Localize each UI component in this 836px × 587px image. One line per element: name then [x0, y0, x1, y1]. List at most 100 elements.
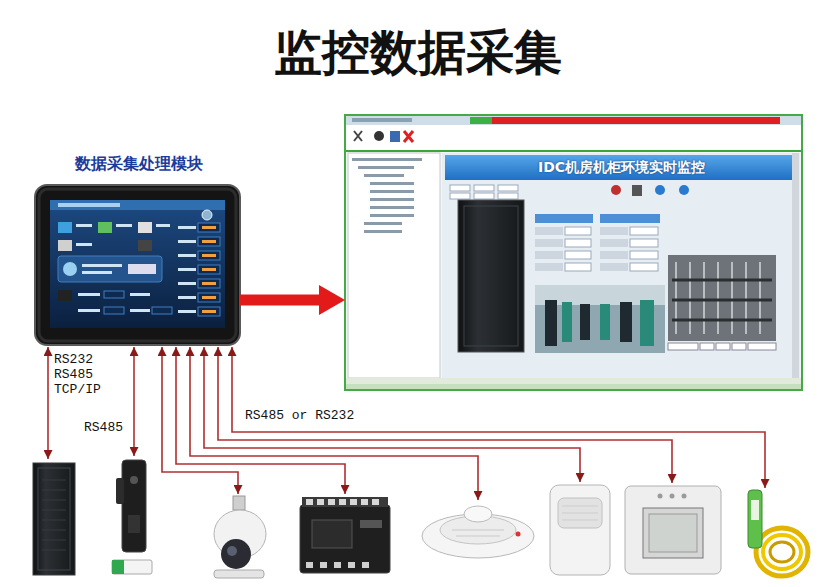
- tablet-device-part: [156, 224, 170, 227]
- tablet-device-part: [116, 224, 132, 227]
- software-screenshot-part: [352, 118, 412, 122]
- temperature-humidity-sensor-part: [682, 494, 687, 499]
- software-screenshot-part: [370, 198, 414, 201]
- tablet-device-part: [198, 223, 220, 232]
- software-screenshot-part: [565, 227, 591, 235]
- tablet-device-part: [128, 264, 156, 274]
- software-screenshot-part: [672, 280, 772, 320]
- power-meter-part: [362, 562, 369, 568]
- tablet-device-part: [198, 307, 220, 316]
- tablet-device-part: [198, 251, 220, 260]
- tablet-device-part: [202, 268, 216, 271]
- power-meter-part: [306, 499, 379, 505]
- software-screenshot-part: [562, 302, 572, 342]
- door-lock-part: [122, 460, 146, 552]
- ptz-camera: [214, 496, 266, 578]
- power-meter-part: [300, 505, 390, 573]
- door-lock: [112, 460, 152, 574]
- interface-label: RS485: [84, 420, 123, 435]
- pir-sensor: [550, 485, 610, 575]
- software-screenshot-part: [370, 182, 414, 185]
- tablet-device-part: [152, 307, 172, 314]
- software-screenshot-part: [370, 214, 414, 217]
- software-screenshot-part: [676, 262, 760, 334]
- software-screenshot-part: [640, 300, 654, 346]
- software-screenshot-part: [535, 214, 593, 223]
- tablet-device-part: [82, 271, 112, 274]
- door-lock-part: [128, 515, 140, 533]
- software-screenshot-part: [346, 384, 801, 389]
- door-lock-part: [116, 478, 124, 504]
- tablet-device-part: [202, 282, 216, 285]
- tablet-device-part: [130, 293, 150, 296]
- software-screenshot-part: [600, 214, 660, 223]
- software-screenshot-part: [474, 193, 494, 199]
- power-meter-part: [372, 499, 379, 505]
- software-screenshot-part: [600, 239, 628, 247]
- software-screenshot-part: [792, 153, 799, 378]
- tablet-device-part: [178, 282, 196, 285]
- tablet-device-part: [50, 200, 225, 210]
- tablet-device-part: [178, 254, 196, 257]
- smoke-detector-part: [516, 532, 521, 537]
- signal-wire-part: [218, 347, 672, 483]
- software-screenshot-part: [630, 227, 658, 235]
- software-screenshot-part: [450, 185, 470, 191]
- software-screenshot-part: [535, 227, 658, 271]
- temperature-humidity-sensor-part: [643, 508, 703, 558]
- tablet-device-part: [39, 189, 236, 341]
- tablet-device-part: [138, 240, 152, 251]
- tablet-device-part: [104, 307, 124, 314]
- tablet-device-part: [178, 226, 196, 229]
- software-screenshot-part: [364, 230, 402, 233]
- software-screenshot-part: [580, 304, 590, 340]
- server-cabinet: [33, 463, 75, 575]
- temperature-humidity-sensor-part: [625, 486, 721, 574]
- software-screenshot-part: [535, 263, 563, 271]
- software-screenshot-part: [345, 115, 802, 390]
- water-leak-sensor-part: [770, 542, 794, 562]
- tablet-device-part: [76, 224, 92, 227]
- software-screenshot-part: [630, 239, 658, 247]
- flow-arrow: [240, 295, 319, 306]
- tablet-device-part: [202, 310, 216, 313]
- power-meter-part: [348, 562, 355, 568]
- software-screenshot-part: [632, 185, 642, 196]
- software-screenshot-part: [600, 304, 610, 340]
- tablet-device: [35, 185, 240, 345]
- tablet-device-part: [198, 265, 220, 274]
- tablet-device-part: [78, 309, 100, 312]
- smoke-detector-part: [464, 506, 492, 522]
- software-screenshot-part: [668, 343, 698, 350]
- power-meter-part: [361, 499, 368, 505]
- server-cabinet-part: [42, 480, 66, 550]
- software-screenshot-part: [348, 153, 440, 378]
- window-heading: IDC机房机柜环境实时监控: [445, 155, 798, 180]
- server-cabinet-part: [38, 468, 70, 570]
- software-screenshot-part: [474, 185, 494, 191]
- power-meter-part: [350, 499, 357, 505]
- tablet-device-part: [58, 222, 72, 233]
- software-screenshot-part: [700, 343, 714, 350]
- tablet-device-part: [58, 240, 72, 251]
- tablet-device-part: [202, 226, 216, 229]
- software-screenshot-part: [364, 174, 404, 177]
- door-lock-part: [112, 560, 124, 574]
- ptz-camera-part: [221, 539, 251, 569]
- tablet-device-part: [202, 254, 216, 257]
- software-screenshot-part: [374, 131, 384, 141]
- tablet-device-part: [104, 291, 124, 298]
- temperature-humidity-sensor-part: [658, 494, 663, 499]
- tablet-device-part: [58, 256, 162, 282]
- software-screenshot-part: [458, 200, 524, 352]
- software-screenshot-part: [716, 343, 730, 350]
- software-screenshot-part: [346, 378, 801, 384]
- software-screenshot-part: [565, 263, 591, 271]
- tablet-device-part: [76, 243, 92, 246]
- software-screenshot-part: [352, 158, 422, 233]
- signal-wire-part: [232, 347, 765, 488]
- signal-wire-part: [133, 347, 135, 456]
- software-screenshot-part: [535, 227, 563, 235]
